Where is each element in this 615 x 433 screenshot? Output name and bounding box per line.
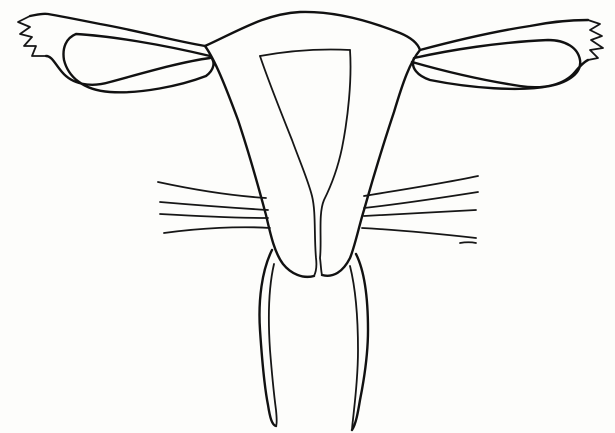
right-ligament-lines — [362, 176, 478, 243]
uterus-body-outline — [205, 12, 420, 277]
left-ligament-lines — [158, 182, 270, 233]
